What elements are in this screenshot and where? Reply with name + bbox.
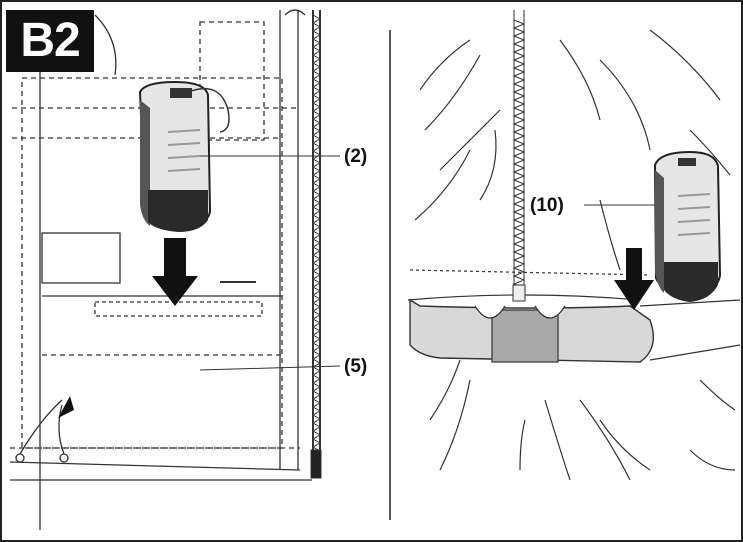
left-panel [9, 9, 312, 530]
callout-2: (2) [344, 146, 368, 167]
right-panel [407, 29, 741, 481]
battery-pack-left [138, 80, 230, 232]
insert-arrow-small [58, 396, 74, 418]
insert-arrow-left [152, 238, 198, 306]
callout-10: (10) [530, 195, 564, 216]
panel-label-b2: B2 [6, 10, 94, 72]
callout-5: (5) [344, 356, 368, 377]
battery-pack-right [653, 150, 722, 302]
insert-arrow-right [614, 248, 654, 310]
leader-line-5 [199, 365, 341, 371]
zipper-left [310, 10, 322, 479]
zipper-right [512, 10, 526, 302]
